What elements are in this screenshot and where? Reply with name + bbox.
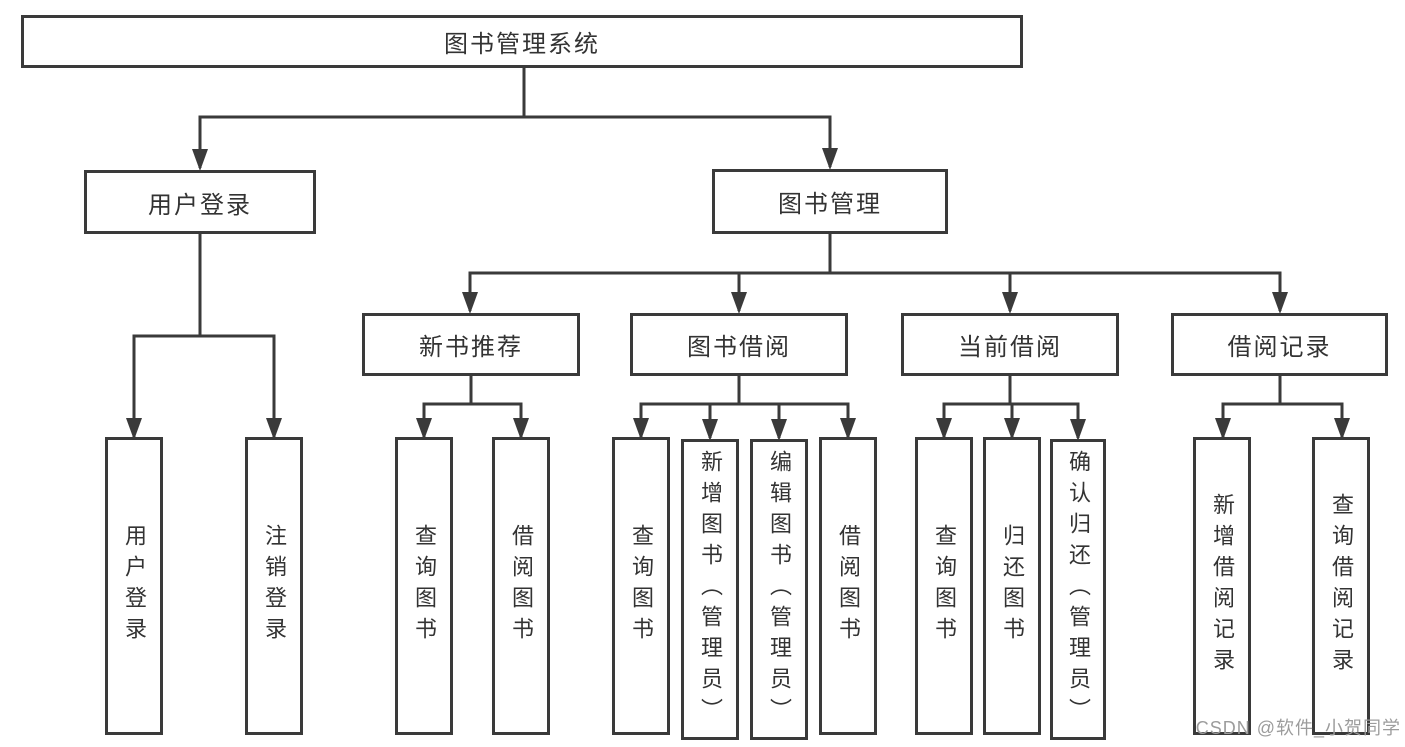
arrowheads (126, 148, 1350, 441)
node-label: 用户登录 (148, 191, 252, 219)
node-label: 编辑图书（管理员） (767, 450, 792, 729)
node-label: 归还图书 (1000, 524, 1025, 648)
leaf-query-books-recommend: 查询图书 (395, 437, 453, 735)
node-new-book-recommend: 新书推荐 (362, 313, 580, 376)
node-label: 当前借阅 (958, 334, 1062, 361)
node-label: 查询图书 (412, 524, 437, 648)
node-label: 注销登录 (262, 524, 287, 648)
leaf-query-books-current: 查询图书 (915, 437, 973, 735)
node-label: 确认归还（管理员） (1066, 450, 1091, 729)
leaf-add-books-admin: 新增图书（管理员） (681, 439, 739, 740)
node-label: 查询图书 (932, 524, 957, 648)
leaf-add-borrow-record: 新增借阅记录 (1193, 437, 1251, 735)
node-label: 图书管理系统 (444, 31, 600, 58)
node-label: 新书推荐 (419, 334, 523, 361)
node-label: 图书借阅 (687, 334, 791, 361)
node-borrow-records: 借阅记录 (1171, 313, 1388, 376)
node-label: 图书管理 (778, 191, 882, 218)
leaf-query-borrow-record: 查询借阅记录 (1312, 437, 1370, 735)
leaf-logout: 注销登录 (245, 437, 303, 735)
node-user-login: 用户登录 (84, 170, 316, 234)
node-label: 借阅记录 (1227, 334, 1332, 361)
node-label: 查询借阅记录 (1329, 493, 1354, 679)
leaf-return-books: 归还图书 (983, 437, 1041, 735)
node-label: 查询图书 (629, 524, 654, 648)
node-book-management: 图书管理 (712, 169, 948, 234)
leaf-query-books-borrowing: 查询图书 (612, 437, 670, 735)
leaf-user-login: 用户登录 (105, 437, 163, 735)
node-label: 借阅图书 (836, 524, 861, 648)
leaf-confirm-return-admin: 确认归还（管理员） (1050, 439, 1106, 740)
leaf-edit-books-admin: 编辑图书（管理员） (750, 439, 808, 740)
leaf-borrow-books: 借阅图书 (819, 437, 877, 735)
tree-edges (132, 68, 1344, 438)
csdn-watermark: CSDN @软件_小贺同学 (1195, 718, 1401, 738)
node-label: 用户登录 (122, 524, 147, 648)
node-system-root: 图书管理系统 (21, 15, 1023, 68)
node-label: 新增图书（管理员） (698, 450, 723, 729)
node-label: 借阅图书 (509, 524, 534, 648)
node-label: 新增借阅记录 (1210, 493, 1235, 679)
node-current-borrowing: 当前借阅 (901, 313, 1119, 376)
leaf-borrow-books-recommend: 借阅图书 (492, 437, 550, 735)
node-book-borrowing: 图书借阅 (630, 313, 848, 376)
